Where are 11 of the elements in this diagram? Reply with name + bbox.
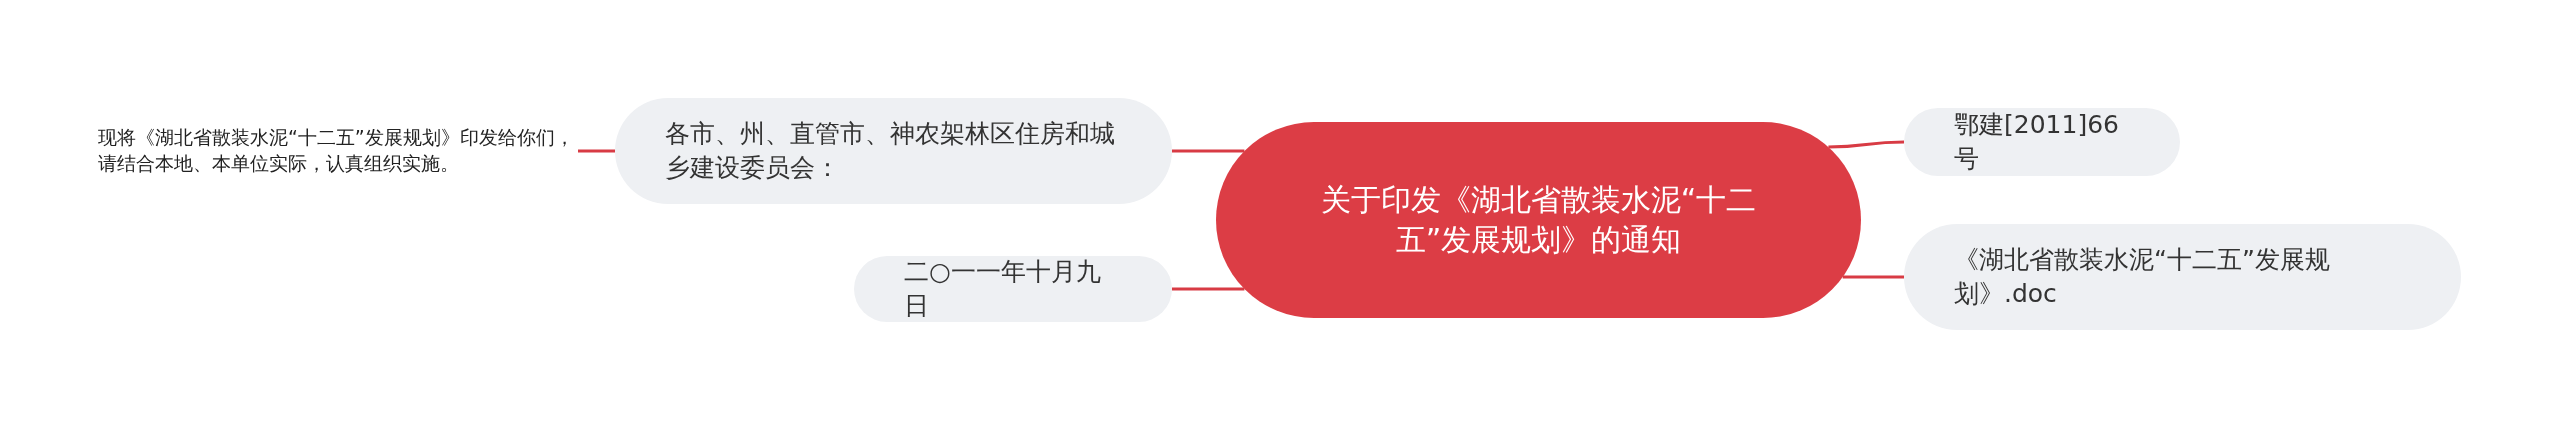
- connector-line: [578, 149, 615, 153]
- connector-line: [1842, 275, 1904, 279]
- connector-line: [1828, 140, 1904, 149]
- node-text: 现将《湖北省散装水泥“十二五”发展规划》印发给你们，请结合本地、本单位实际，认真组织实施。: [98, 125, 575, 176]
- node-text: 鄂建[2011]66号: [1954, 109, 2120, 175]
- node-text: 二○一一年十月九日: [904, 256, 1102, 322]
- node-text: 各市、州、直管市、神农架林区住房和城乡建设委员会：: [665, 118, 1116, 184]
- node-text: 《湖北省散装水泥“十二五”发展规划》.doc: [1954, 244, 2331, 310]
- node-text: 关于印发《湖北省散装水泥“十二五”发展规划》的通知: [1319, 180, 1758, 259]
- connector-line: [1172, 287, 1245, 291]
- connector-line: [1172, 149, 1245, 153]
